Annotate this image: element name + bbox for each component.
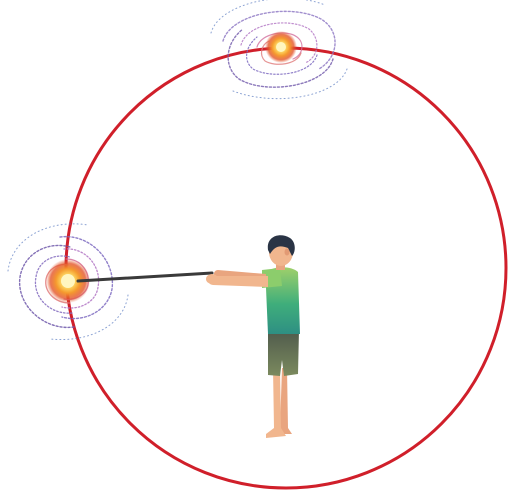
fireball-core <box>276 42 286 52</box>
person-shorts <box>268 330 299 376</box>
person-hand <box>206 274 218 284</box>
person-ear <box>285 249 290 256</box>
fireball-top <box>211 0 347 99</box>
person-leg-back <box>280 368 292 434</box>
person <box>206 235 300 438</box>
fireball-core <box>61 274 75 288</box>
